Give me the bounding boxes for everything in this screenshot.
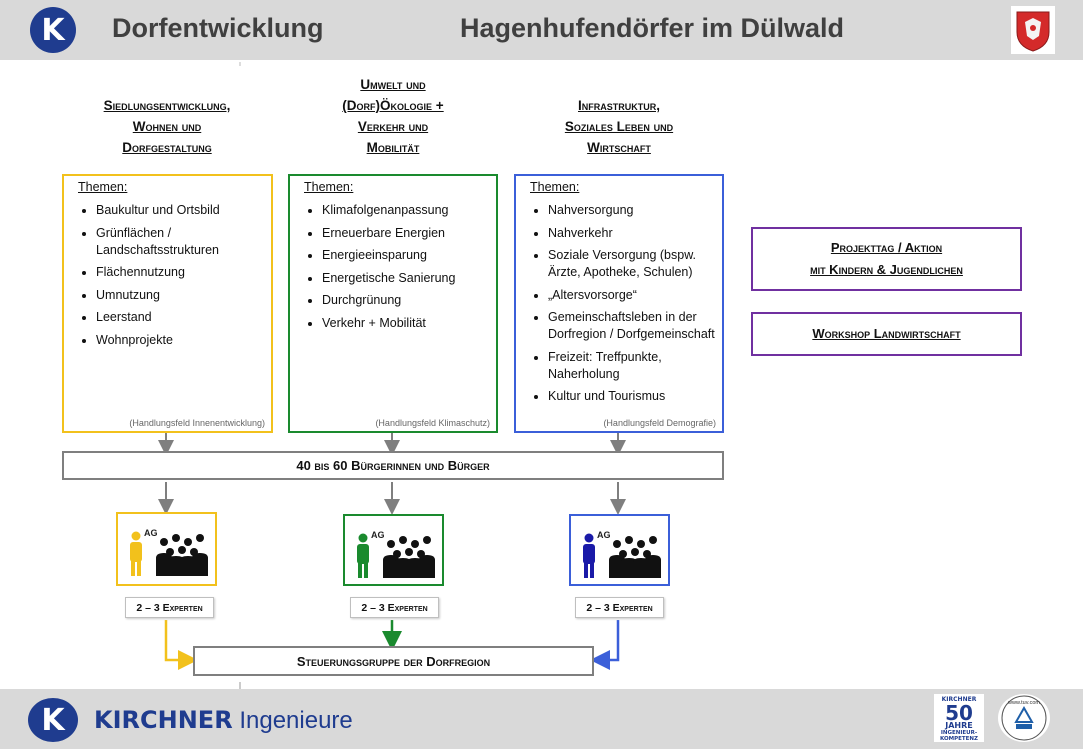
- experts-label: 2 – 3 Experten: [350, 597, 439, 618]
- list-item: Klimafolgenanpassung: [322, 202, 455, 219]
- ag-label: AG: [371, 530, 385, 540]
- themen-label: Themen:: [530, 180, 580, 194]
- topic-list: Baukultur und Ortsbild Grünflächen / Lan…: [64, 202, 220, 354]
- kirchner-logo: K: [30, 7, 76, 53]
- list-item: Verkehr + Mobilität: [322, 315, 455, 332]
- list-item: Gemeinschaftsleben in der Dorfregion / D…: [548, 309, 718, 343]
- working-group-people-icon: AG: [130, 528, 208, 576]
- list-item: „Altersvorsorge“: [548, 287, 718, 304]
- tuv-url: www.tuv.com: [1007, 700, 1040, 706]
- list-item: Leerstand: [96, 309, 220, 326]
- coat-of-arms-icon: [1011, 6, 1055, 54]
- topic-box-umwelt: Themen: Klimafolgenanpassung Erneuerbare…: [288, 174, 498, 433]
- header-title-right: Hagenhufendörfer im Dülwald: [460, 13, 845, 43]
- side-box-workshop: Workshop Landwirtschaft: [751, 312, 1022, 356]
- list-item: Flächennutzung: [96, 264, 220, 281]
- header-bar: [0, 0, 1083, 60]
- ag-label: AG: [144, 528, 158, 538]
- column-heading-siedlung: Siedlungsentwicklung, Wohnen und Dorfges…: [103, 98, 231, 155]
- topic-footnote: (Handlungsfeld Klimaschutz): [375, 418, 490, 428]
- working-group-box-infrastruktur: AG: [569, 514, 670, 586]
- tuv-seal-icon: www.tuv.com: [1001, 695, 1047, 741]
- topic-list: Nahversorgung Nahverkehr Soziale Versorg…: [516, 202, 718, 411]
- list-item: Nahversorgung: [548, 202, 718, 219]
- list-item: Energieeinsparung: [322, 247, 455, 264]
- working-group-box-umwelt: AG: [343, 514, 444, 586]
- column-heading-umwelt: Umwelt und (Dorf)Ökologie + Verkehr und …: [342, 77, 444, 155]
- list-item: Umnutzung: [96, 287, 220, 304]
- list-item: Nahverkehr: [548, 225, 718, 242]
- experts-label: 2 – 3 Experten: [125, 597, 214, 618]
- header-title-left: Dorfentwicklung: [112, 13, 324, 43]
- themen-label: Themen:: [304, 180, 354, 194]
- ag-label: AG: [597, 530, 611, 540]
- working-group-box-siedlung: AG: [116, 512, 217, 586]
- list-item: Baukultur und Ortsbild: [96, 202, 220, 219]
- topic-box-siedlung: Themen: Baukultur und Ortsbild Grünfläch…: [62, 174, 273, 433]
- list-item: Wohnprojekte: [96, 332, 220, 349]
- experts-label: 2 – 3 Experten: [575, 597, 664, 618]
- list-item: Durchgrünung: [322, 292, 455, 309]
- steering-group-bar: Steuerungsgruppe der Dorfregion: [193, 646, 594, 676]
- list-item: Erneuerbare Energien: [322, 225, 455, 242]
- working-group-people-icon: AG: [583, 530, 661, 578]
- list-item: Soziale Versorgung (bspw. Ärzte, Apothek…: [548, 247, 718, 281]
- list-item: Grünflächen / Landschaftsstrukturen: [96, 225, 219, 259]
- kirchner-logo: K: [28, 698, 78, 742]
- company-name: KIRCHNER Ingenieure: [94, 706, 353, 734]
- themen-label: Themen:: [78, 180, 128, 194]
- list-item: Freizeit: Treffpunkte, Naherholung: [548, 349, 718, 383]
- topic-footnote: (Handlungsfeld Demografie): [603, 418, 716, 428]
- working-group-people-icon: AG: [357, 530, 435, 578]
- topic-list: Klimafolgenanpassung Erneuerbare Energie…: [290, 202, 455, 337]
- list-item: Kultur und Tourismus: [548, 388, 718, 405]
- citizens-bar: 40 bis 60 Bürgerinnen und Bürger: [62, 451, 724, 480]
- column-heading-infrastruktur: Infrastruktur, Soziales Leben und Wirtsc…: [564, 98, 674, 155]
- side-box-projekttag: Projekttag / Aktion mit Kindern & Jugend…: [751, 227, 1022, 291]
- anniversary-badge: KIRCHNER 50 JAHRE INGENIEUR- KOMPETENZ: [934, 694, 984, 742]
- topic-footnote: (Handlungsfeld Innenentwicklung): [129, 418, 265, 428]
- topic-box-infrastruktur: Themen: Nahversorgung Nahverkehr Soziale…: [514, 174, 724, 433]
- footer-bar: [0, 689, 1083, 749]
- tuv-certificate-badge: www.tuv.com: [998, 694, 1050, 742]
- list-item: Energetische Sanierung: [322, 270, 455, 287]
